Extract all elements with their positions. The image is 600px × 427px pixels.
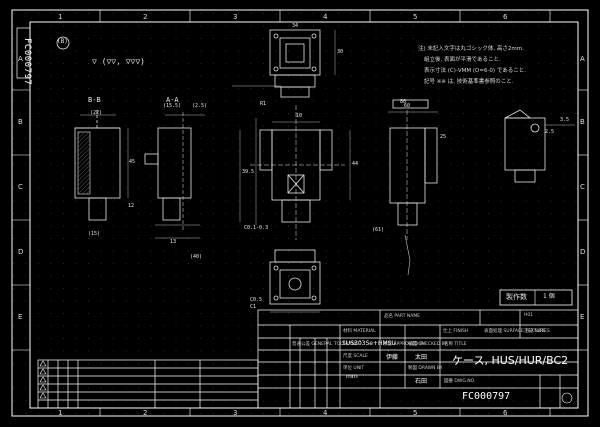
- tolerance-label: 普通公差 GENERAL TOLERANCE: [292, 342, 361, 347]
- dim-10: 10: [296, 113, 303, 119]
- material-value: SUS303Se+HMSU: [342, 340, 396, 347]
- dim-30: 30: [337, 49, 344, 55]
- grid-num-3-bottom: 3: [233, 409, 238, 417]
- dim-44: 44: [352, 161, 359, 167]
- grid-num-5: 5: [413, 13, 418, 21]
- seisaku-label: 製作数: [506, 293, 527, 301]
- dim-22: (22): [90, 110, 103, 116]
- unit-value: mm: [346, 373, 358, 380]
- dim-80: 80: [400, 99, 407, 105]
- drawn-label: 製図 DRAWN BY: [408, 366, 443, 371]
- seisaku-value: 1 個: [543, 293, 555, 300]
- grid-letter-a-right: A: [580, 55, 585, 63]
- drawing-number-vertical: FC000797: [22, 38, 32, 86]
- dim-2-5c: 2.5: [545, 129, 555, 135]
- dim-61: (61): [372, 227, 385, 233]
- dwgno-box: [16, 27, 31, 79]
- approved-name: 伊藤: [386, 354, 399, 361]
- revision-triangles: [39, 360, 47, 399]
- grid-num-6-bottom: 6: [503, 409, 508, 417]
- dim-34: 34: [292, 23, 299, 29]
- dim-45: 45: [129, 159, 136, 165]
- dim-25: 25: [440, 134, 447, 140]
- leader-line: [404, 234, 411, 276]
- dim-c0-5: C0.5: [250, 297, 263, 303]
- outer-border: [11, 9, 589, 417]
- dim-13: 13: [170, 239, 177, 245]
- grid-letter-e-right: E: [580, 313, 585, 321]
- note-line-3: 表示寸法 (C)-VMM (O=6-0) であること.: [424, 68, 527, 74]
- drawing-lines: [74, 21, 575, 313]
- seisaku-box: [499, 289, 573, 306]
- dim-15: (15): [88, 231, 101, 237]
- grid-letter-b-right: B: [580, 118, 585, 126]
- grid-letter-b: B: [18, 118, 23, 126]
- surface-symbols: ▽ (▽▽, ▽▽▽): [92, 57, 145, 66]
- h01-label: H01: [524, 313, 534, 318]
- section-label-bb: B-B: [88, 96, 101, 104]
- drawing-number: FC000797: [462, 391, 511, 402]
- dim-3-5: 3.5: [560, 117, 570, 123]
- notes-label: 注記 NOTES: [524, 329, 550, 334]
- grid-num-4: 4: [323, 13, 328, 21]
- note-line-2: 組立後, 表面が平滑であること.: [424, 57, 501, 63]
- grid-num-2-bottom: 2: [143, 409, 148, 417]
- treatment-label: 表面処理 SURFACE TEXTURE: [484, 329, 546, 334]
- drawn-name: 石田: [415, 378, 428, 385]
- grid-letter-d-right: D: [580, 248, 586, 256]
- grid-letter-d: D: [18, 248, 24, 256]
- grid-letter-c-right: C: [580, 183, 585, 191]
- border-ticks: [12, 10, 588, 416]
- scale-label: 尺度 SCALE: [343, 354, 368, 359]
- sheet-mark: (B): [57, 38, 68, 45]
- dim-2-5: (2.5): [192, 103, 208, 109]
- title-block: [37, 309, 579, 409]
- grid-num-3: 3: [233, 13, 238, 21]
- checked-name: 太田: [415, 354, 428, 361]
- finish-label: 仕上 FINISH: [443, 329, 469, 334]
- grid-num-5-bottom: 5: [413, 409, 418, 417]
- material-label: 材料 MATERIAL: [343, 329, 376, 334]
- dim-c01-03: C0.1-0.3: [244, 225, 269, 231]
- grid-num-1-bottom: 1: [58, 409, 63, 417]
- note-line-1: 注) 未記入文字は丸ゴシック体, 高さ2mm.: [418, 46, 524, 52]
- title-label: 名称 TITLE: [444, 342, 467, 347]
- dim-15-5: (15.5): [163, 103, 182, 109]
- dim-c1: C1: [250, 304, 257, 310]
- checked-label: 検図 CHECKED BY: [408, 342, 448, 347]
- grid-num-1: 1: [58, 13, 63, 21]
- grid-num-4-bottom: 4: [323, 409, 328, 417]
- section-label-aa: A-A: [166, 96, 179, 104]
- dim-60: 60: [404, 103, 411, 109]
- approved-label: 承認 APPROVED BY: [383, 342, 425, 347]
- dim-40: (40): [190, 254, 203, 260]
- projection-symbol: [561, 392, 573, 404]
- dim-12: 12: [128, 203, 135, 209]
- sheet-circle-mark: [56, 36, 70, 50]
- part-name-label: 品名 PART NAME: [384, 314, 421, 319]
- unit-label: 単位 UNIT: [343, 366, 365, 371]
- sheet-no-label: 図番 DWG.NO.: [444, 379, 476, 384]
- note-line-4: 記号 ※※ は, 技術基準書参照のこと.: [424, 79, 514, 85]
- grid-num-6: 6: [503, 13, 508, 21]
- grid-letter-a: A: [18, 55, 23, 63]
- grid-letter-e: E: [18, 313, 23, 321]
- drawing-title: ケース, HUS/HUR/BC2: [452, 354, 569, 367]
- grid-num-2: 2: [143, 13, 148, 21]
- grid-letter-c: C: [18, 183, 23, 191]
- dim-r1: R1: [260, 101, 267, 107]
- dim-39-5: 39.5: [242, 169, 255, 175]
